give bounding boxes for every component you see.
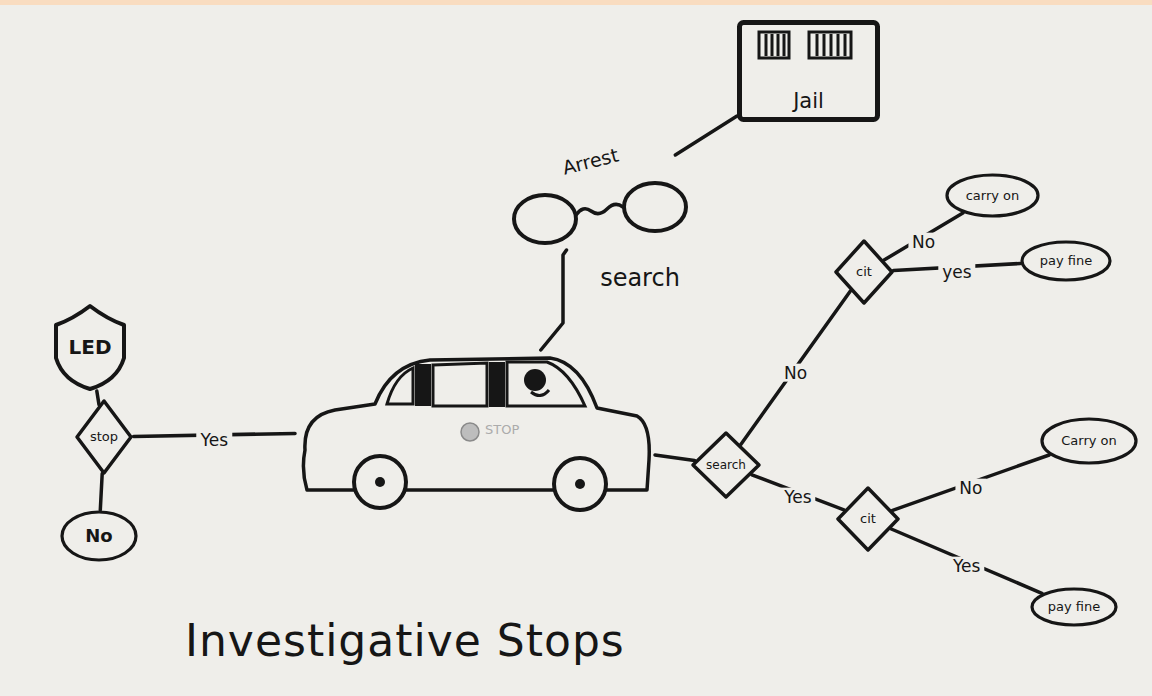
node-text: No bbox=[85, 527, 112, 546]
decision-diamond: cit bbox=[833, 238, 895, 306]
edge-label: Yes bbox=[780, 488, 815, 507]
decision-diamond: stop bbox=[74, 398, 134, 476]
oval-outline bbox=[62, 512, 136, 560]
edge-label: No bbox=[908, 232, 939, 251]
cuff-chain bbox=[576, 204, 623, 215]
shield-node: LED bbox=[52, 303, 128, 391]
edge-label: yes bbox=[938, 263, 975, 282]
connector-line bbox=[541, 250, 567, 350]
node-text: stop bbox=[90, 430, 118, 444]
connector-layer bbox=[0, 5, 1152, 696]
car-pillar bbox=[415, 364, 431, 406]
outcome-oval: Carry on bbox=[1040, 417, 1138, 465]
car-window bbox=[433, 363, 487, 406]
connector-line bbox=[891, 529, 1042, 593]
decision-diamond: search bbox=[690, 430, 762, 500]
node-text: Jail bbox=[793, 90, 824, 112]
jail-bar bbox=[771, 34, 774, 56]
diamond-outline bbox=[77, 401, 131, 473]
car-window bbox=[387, 368, 413, 404]
oval-outline bbox=[1022, 242, 1110, 280]
jail-bar bbox=[830, 34, 833, 56]
connector-line bbox=[884, 213, 963, 260]
oval-outline bbox=[1032, 589, 1116, 625]
outcome-oval: pay fine bbox=[1030, 587, 1118, 627]
node-text: pay fine bbox=[1040, 254, 1092, 268]
jail-window bbox=[759, 32, 789, 58]
cuff-ring bbox=[514, 195, 576, 243]
jail-bar bbox=[837, 34, 840, 56]
edge-label: search bbox=[596, 265, 684, 291]
jail-box: Jail bbox=[737, 20, 880, 122]
connector-line bbox=[893, 455, 1050, 510]
edge-label: Yes bbox=[949, 557, 984, 576]
jail-bar bbox=[783, 34, 786, 56]
outcome-oval: carry on bbox=[945, 173, 1040, 218]
connector-line bbox=[675, 116, 737, 155]
wheel-hub bbox=[575, 479, 585, 489]
jail-bar bbox=[777, 34, 780, 56]
car-window bbox=[507, 362, 585, 406]
car-wheel bbox=[354, 456, 406, 508]
edge-label: No bbox=[780, 363, 811, 382]
jail-window bbox=[809, 32, 851, 58]
node-text: Arrest bbox=[561, 146, 621, 179]
connector-line bbox=[752, 475, 844, 510]
node-text: LED bbox=[68, 337, 111, 358]
node-text: Carry on bbox=[1061, 434, 1117, 448]
badge-sticker bbox=[461, 423, 479, 441]
outcome-oval: pay fine bbox=[1020, 240, 1112, 282]
node-text: cit bbox=[856, 265, 872, 279]
node-text: STOP bbox=[485, 423, 519, 437]
node-text: carry on bbox=[966, 189, 1020, 203]
jail-bar bbox=[844, 34, 847, 56]
driver-head bbox=[524, 369, 546, 391]
node-text: search bbox=[706, 459, 746, 472]
jail-bar bbox=[765, 34, 768, 56]
diamond-outline bbox=[836, 241, 892, 303]
wheel-hub bbox=[375, 477, 385, 487]
car-pillar bbox=[489, 362, 505, 407]
node-text: pay fine bbox=[1048, 600, 1100, 614]
edge-label: Yes bbox=[197, 431, 232, 450]
edge-label: No bbox=[955, 478, 986, 497]
diamond-outline bbox=[693, 433, 759, 497]
car-node: STOP bbox=[295, 350, 655, 510]
connector-line bbox=[100, 474, 102, 510]
car-wheel bbox=[554, 458, 606, 510]
connector-line bbox=[97, 391, 99, 405]
jail-bar bbox=[816, 34, 819, 56]
jail-outline bbox=[740, 23, 878, 120]
handcuffs-node: Arrest bbox=[505, 155, 695, 250]
diagram-title: Investigative Stops bbox=[185, 615, 625, 666]
cuff-ring bbox=[624, 183, 686, 231]
driver-smile bbox=[531, 390, 549, 396]
connector-line bbox=[741, 291, 851, 444]
jail-bar bbox=[823, 34, 826, 56]
node-text: cit bbox=[860, 512, 876, 526]
oval-outline bbox=[1042, 419, 1136, 463]
decision-diamond: cit bbox=[835, 485, 901, 553]
end-oval: No bbox=[60, 510, 138, 562]
car-node-shape bbox=[295, 350, 655, 510]
diamond-outline bbox=[838, 488, 898, 550]
connector-line bbox=[655, 455, 695, 461]
oval-outline bbox=[947, 175, 1038, 216]
shield-outline bbox=[56, 306, 124, 389]
